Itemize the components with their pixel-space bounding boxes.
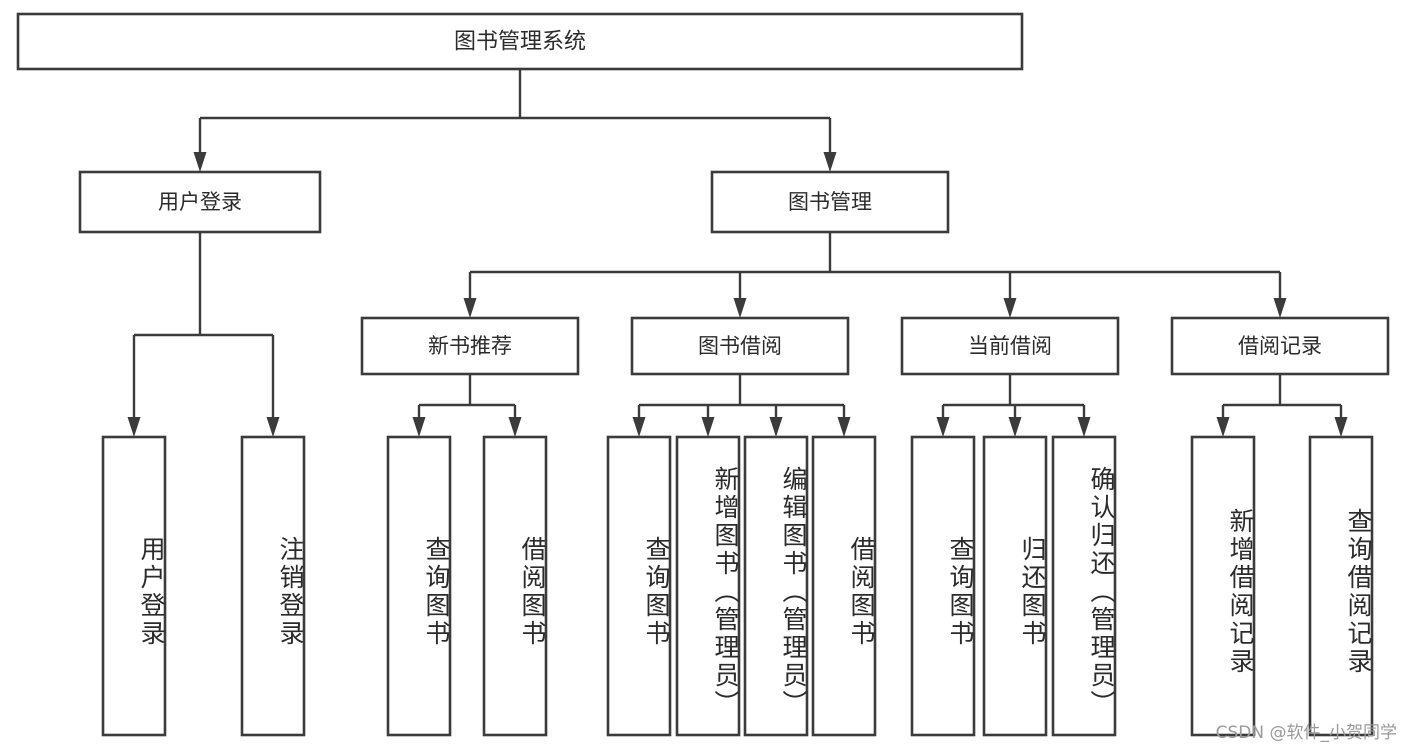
node-label-book-borrow: 图书借阅 xyxy=(698,334,782,358)
arrow-head xyxy=(463,298,477,318)
arrow-head xyxy=(1216,417,1230,437)
arrow-head xyxy=(1003,298,1017,318)
arrow-head xyxy=(193,152,207,172)
node-leaf-query-record[interactable] xyxy=(1308,435,1374,737)
node-label-borrow-record: 借阅记录 xyxy=(1238,334,1322,358)
edge-group-new-book-recommend xyxy=(412,374,522,437)
node-leaf-borrow-book-1[interactable] xyxy=(482,435,548,737)
node-label-current-borrow: 当前借阅 xyxy=(968,334,1052,358)
node-box-leaf-confirm-return xyxy=(1051,435,1117,737)
edge-group-borrow-record xyxy=(1216,374,1348,437)
node-box-leaf-add-record xyxy=(1190,435,1256,737)
arrow-head xyxy=(1334,417,1348,437)
node-box-new-book-recommend xyxy=(360,316,580,376)
arrow-head xyxy=(837,417,851,437)
node-box-leaf-return-book xyxy=(982,435,1048,737)
node-book-manage[interactable]: 图书管理 xyxy=(710,170,950,234)
edge-group-root xyxy=(193,69,837,172)
arrow-head xyxy=(701,417,715,437)
node-box-leaf-query-book-1 xyxy=(386,435,452,737)
arrow-head xyxy=(733,298,747,318)
node-book-borrow[interactable]: 图书借阅 xyxy=(630,316,850,376)
node-box-leaf-logout xyxy=(240,435,306,737)
node-user-login[interactable]: 用户登录 xyxy=(78,170,322,234)
arrow-head xyxy=(823,152,837,172)
node-leaf-return-book[interactable] xyxy=(982,435,1048,737)
node-label-book-manage: 图书管理 xyxy=(788,190,872,214)
node-leaf-user-login[interactable] xyxy=(101,435,167,737)
node-box-leaf-query-book-3 xyxy=(910,435,976,737)
arrow-head xyxy=(936,417,950,437)
arrow-head xyxy=(412,417,426,437)
edge-group-user-login xyxy=(127,232,280,437)
arrow-head xyxy=(1273,298,1287,318)
node-box-leaf-edit-book xyxy=(743,435,809,737)
node-box-leaf-user-login xyxy=(101,435,167,737)
node-box-current-borrow xyxy=(900,316,1120,376)
node-borrow-record[interactable]: 借阅记录 xyxy=(1170,316,1390,376)
node-leaf-confirm-return[interactable] xyxy=(1051,435,1117,737)
node-root[interactable]: 图书管理系统 xyxy=(16,12,1024,71)
node-box-leaf-add-book xyxy=(675,435,741,737)
node-label-new-book-recommend: 新书推荐 xyxy=(428,334,512,358)
node-leaf-query-book-2[interactable] xyxy=(606,435,672,737)
node-leaf-add-book[interactable] xyxy=(675,435,741,737)
arrow-head xyxy=(632,417,646,437)
node-leaf-borrow-book-2[interactable] xyxy=(811,435,877,737)
edge-group-book-borrow xyxy=(632,374,851,437)
arrow-head xyxy=(1008,417,1022,437)
node-box-leaf-borrow-book-1 xyxy=(482,435,548,737)
node-box-user-login xyxy=(78,170,322,234)
node-leaf-add-record[interactable] xyxy=(1190,435,1256,737)
node-label-root: 图书管理系统 xyxy=(454,30,586,55)
node-box-borrow-record xyxy=(1170,316,1390,376)
arrow-head xyxy=(769,417,783,437)
arrow-head xyxy=(266,417,280,437)
watermark: CSDN @软件_小贺同学 xyxy=(1215,723,1397,743)
node-box-book-manage xyxy=(710,170,950,234)
arrow-head xyxy=(127,417,141,437)
node-box-book-borrow xyxy=(630,316,850,376)
edge-group-book-manage xyxy=(463,232,1287,318)
node-box-leaf-borrow-book-2 xyxy=(811,435,877,737)
node-current-borrow[interactable]: 当前借阅 xyxy=(900,316,1120,376)
node-new-book-recommend[interactable]: 新书推荐 xyxy=(360,316,580,376)
arrow-head xyxy=(508,417,522,437)
edge-layer xyxy=(127,69,1348,437)
node-box-leaf-query-book-2 xyxy=(606,435,672,737)
node-box-leaf-query-record xyxy=(1308,435,1374,737)
node-box-root xyxy=(16,12,1024,71)
node-leaf-query-book-1[interactable] xyxy=(386,435,452,737)
edge-group-current-borrow xyxy=(936,374,1091,437)
node-label-user-login: 用户登录 xyxy=(158,190,242,214)
node-leaf-edit-book[interactable] xyxy=(743,435,809,737)
arrow-head xyxy=(1077,417,1091,437)
node-leaf-query-book-3[interactable] xyxy=(910,435,976,737)
node-leaf-logout[interactable] xyxy=(240,435,306,737)
